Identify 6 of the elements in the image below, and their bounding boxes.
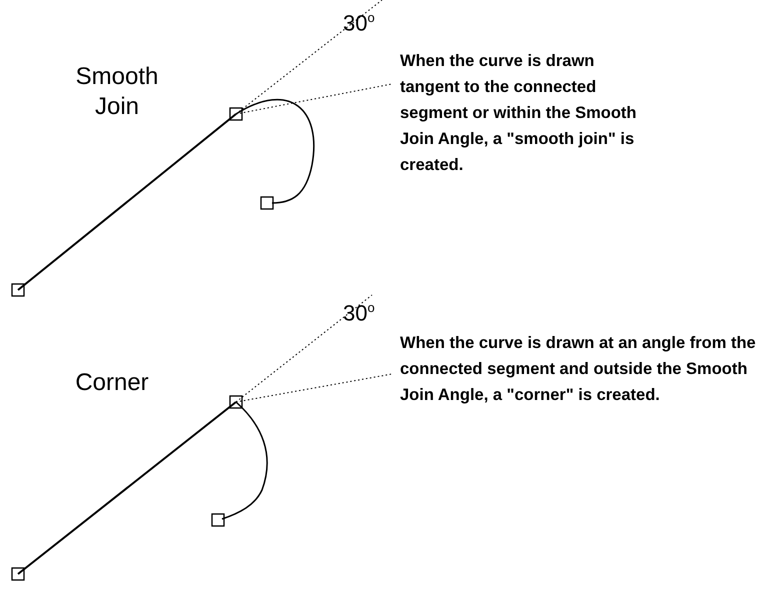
description-text: When the curve is drawn tangent to the connected segment or within the Smooth Join Angle, a "smooth join" is created. — [400, 51, 638, 176]
description-text: When the curve is drawn at an angle from the connected segment and outside the Smooth Join Angle, a "corner" is created. — [400, 333, 757, 406]
angle-label: 30$^{o}$ — [343, 10, 376, 36]
angle-label: 30$^{o}$ — [343, 300, 376, 326]
drawing-title: Corner — [74, 368, 150, 398]
drawing-title: Smooth Join — [74, 62, 160, 122]
